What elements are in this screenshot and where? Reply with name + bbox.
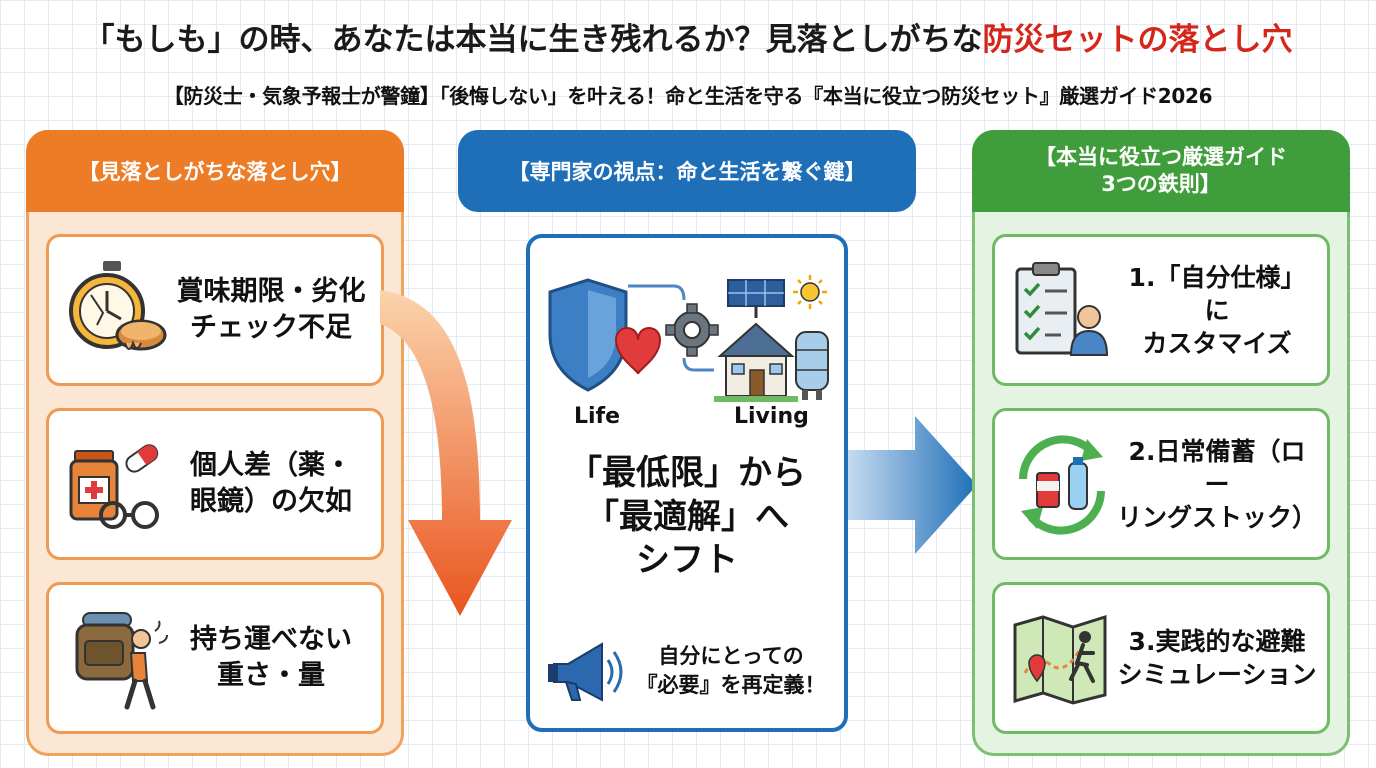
right-header-line1: 【本当に役立つ厳選ガイド bbox=[1035, 144, 1287, 169]
heavy-backpack-person-icon bbox=[75, 612, 168, 710]
main-line2: 「最適解」へ bbox=[585, 496, 789, 537]
left-panel-header: 【見落としがちな落とし穴】 bbox=[26, 130, 404, 212]
pitfall-expiry-line2: チェック不足 bbox=[190, 312, 352, 343]
pitfall-personal-line2: 眼鏡）の欠如 bbox=[190, 486, 352, 517]
rule-card-evacuation: 3.実践的な避難 シミュレーション bbox=[992, 582, 1330, 734]
page-subtitle: 【防災士・気象予報士が警鐘】「後悔しない」を叶える！命と生活を守る『本当に役立つ… bbox=[163, 84, 1213, 108]
living-label: Living bbox=[734, 404, 809, 429]
rule-customize-line1: 1.「自分仕様」に bbox=[1128, 262, 1306, 325]
center-note: 自分にとっての 『必要』を再定義！ bbox=[626, 642, 836, 701]
life-living-illustration bbox=[548, 275, 829, 402]
rule-rolling-line2: リングストック） bbox=[1117, 502, 1318, 532]
pitfall-weight-line1: 持ち運べない bbox=[190, 624, 352, 656]
pitfall-card-personal: 個人差（薬・ 眼鏡）の欠如 bbox=[46, 408, 384, 560]
center-main-message: 「最低限」から 「最適解」へ シフト bbox=[530, 452, 844, 583]
stopwatch-food-icon bbox=[69, 261, 167, 351]
evacuation-map-icon bbox=[1013, 614, 1107, 705]
right-panel-header: 【本当に役立つ厳選ガイド 3つの鉄則】 bbox=[972, 130, 1350, 212]
center-header: 【専門家の視点：命と生活を繋ぐ鍵】 bbox=[458, 130, 916, 212]
page-title: 「もしも」の時、あなたは本当に生き残れるか？見落としがちな防災セットの落とし穴 bbox=[0, 14, 1376, 59]
note-line1: 自分にとっての bbox=[658, 644, 804, 668]
title-part1: 「もしも」の時、あなたは本当に生き残れるか？見落としがちな bbox=[83, 22, 983, 58]
rule-customize-line2: カスタマイズ bbox=[1142, 328, 1292, 358]
checklist-person-icon bbox=[1015, 262, 1109, 356]
life-label: Life bbox=[574, 404, 621, 429]
megaphone-icon bbox=[548, 642, 623, 702]
pitfall-card-weight: 持ち運べない 重さ・量 bbox=[46, 582, 384, 734]
pitfall-card-expiry: 賞味期限・劣化 チェック不足 bbox=[46, 234, 384, 386]
rule-evacuation-line1: 3.実践的な避難 bbox=[1128, 627, 1306, 656]
orange-curved-arrow-icon bbox=[380, 290, 512, 616]
house-icon bbox=[714, 322, 798, 402]
center-box: Life Living 「最低限」から 「最適解」へ シフト 自分にとっての 『… bbox=[526, 234, 848, 732]
pitfall-weight-line2: 重さ・量 bbox=[217, 660, 325, 691]
gear-icon bbox=[665, 303, 719, 357]
right-header-line2: 3つの鉄則】 bbox=[1101, 172, 1221, 196]
rule-card-rolling-stock: 2.日常備蓄（ロー リングストック） bbox=[992, 408, 1330, 560]
rule-card-customize: 1.「自分仕様」に カスタマイズ bbox=[992, 234, 1330, 386]
sun-icon bbox=[793, 275, 827, 309]
rule-evacuation-line2: シミュレーション bbox=[1117, 660, 1317, 689]
pitfall-personal-line1: 個人差（薬・ bbox=[190, 450, 352, 482]
rule-rolling-line1: 2.日常備蓄（ロー bbox=[1128, 436, 1306, 499]
water-tank-icon bbox=[795, 331, 829, 400]
heart-icon bbox=[614, 327, 662, 375]
main-line3: シフト bbox=[636, 540, 738, 581]
note-line2: 『必要』を再定義！ bbox=[636, 673, 826, 698]
main-line1: 「最低限」から bbox=[568, 453, 806, 493]
solar-panel-icon bbox=[727, 279, 785, 318]
blue-arrow-icon bbox=[845, 416, 977, 554]
pitfall-expiry-line1: 賞味期限・劣化 bbox=[176, 276, 366, 308]
title-highlight: 防災セットの落とし穴 bbox=[982, 22, 1293, 58]
medicine-glasses-icon bbox=[69, 444, 159, 529]
rolling-stock-cycle-icon bbox=[1019, 435, 1105, 535]
